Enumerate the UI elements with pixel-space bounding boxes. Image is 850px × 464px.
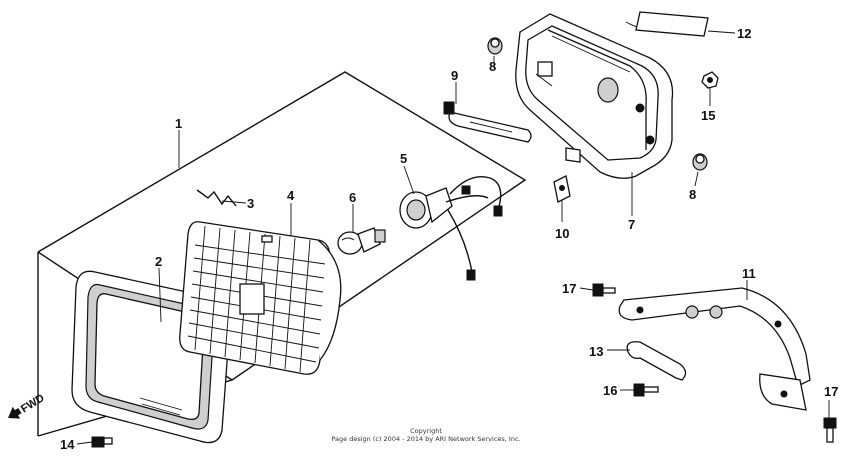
- label-part-17-upper: 17: [562, 281, 576, 296]
- copyright-heading: Copyright: [410, 427, 442, 435]
- headlight-bulb[interactable]: [337, 227, 386, 255]
- label-part-5: 5: [400, 151, 407, 166]
- label-part-2: 2: [155, 254, 162, 269]
- label-part-1: 1: [175, 116, 182, 131]
- headlight-stay[interactable]: [618, 287, 811, 411]
- bolt-17-upper[interactable]: [592, 283, 616, 297]
- grommet-lower[interactable]: [692, 153, 708, 171]
- label-part-4: 4: [287, 188, 295, 203]
- label-part-12: 12: [737, 26, 751, 41]
- label-part-15: 15: [701, 108, 715, 123]
- copyright-notice: Page design (c) 2004 - 2014 by ARI Netwo…: [331, 435, 520, 443]
- mounting-spring[interactable]: [196, 189, 237, 207]
- bulb-socket[interactable]: [399, 176, 503, 281]
- label-part-17-lower: 17: [824, 384, 838, 399]
- grommet-upper[interactable]: [487, 37, 503, 55]
- label-part-8-lower: 8: [689, 187, 696, 202]
- label-part-3: 3: [247, 196, 254, 211]
- label-part-13: 13: [589, 344, 603, 359]
- headlight-case[interactable]: [515, 13, 674, 179]
- sealed-beam-headlight[interactable]: [179, 221, 342, 375]
- fwd-label: FWD: [19, 392, 47, 415]
- caution-label[interactable]: [635, 11, 709, 37]
- label-part-7: 7: [628, 217, 635, 232]
- bolt-16[interactable]: [633, 383, 659, 397]
- forward-direction-indicator: FWD: [8, 392, 47, 419]
- wire-clamp-strap[interactable]: [443, 101, 532, 143]
- label-part-9: 9: [451, 68, 458, 83]
- label-part-10: 10: [555, 226, 569, 241]
- cable-clamp[interactable]: [626, 341, 687, 381]
- label-part-16: 16: [603, 383, 617, 398]
- label-part-11: 11: [742, 266, 756, 281]
- clip[interactable]: [553, 175, 571, 203]
- leader-lines: [76, 30, 830, 445]
- forward-arrow-icon: [8, 406, 22, 419]
- part-number-labels: 1 2 3 4 5 6 7 8 8 9 10 11 12 13 14 15 16…: [60, 26, 838, 452]
- bolt-17-lower[interactable]: [823, 417, 837, 443]
- label-part-6: 6: [349, 190, 356, 205]
- label-part-14: 14: [60, 437, 75, 452]
- label-part-8-upper: 8: [489, 59, 496, 74]
- nut[interactable]: [701, 71, 719, 89]
- bolt-14[interactable]: [91, 436, 113, 448]
